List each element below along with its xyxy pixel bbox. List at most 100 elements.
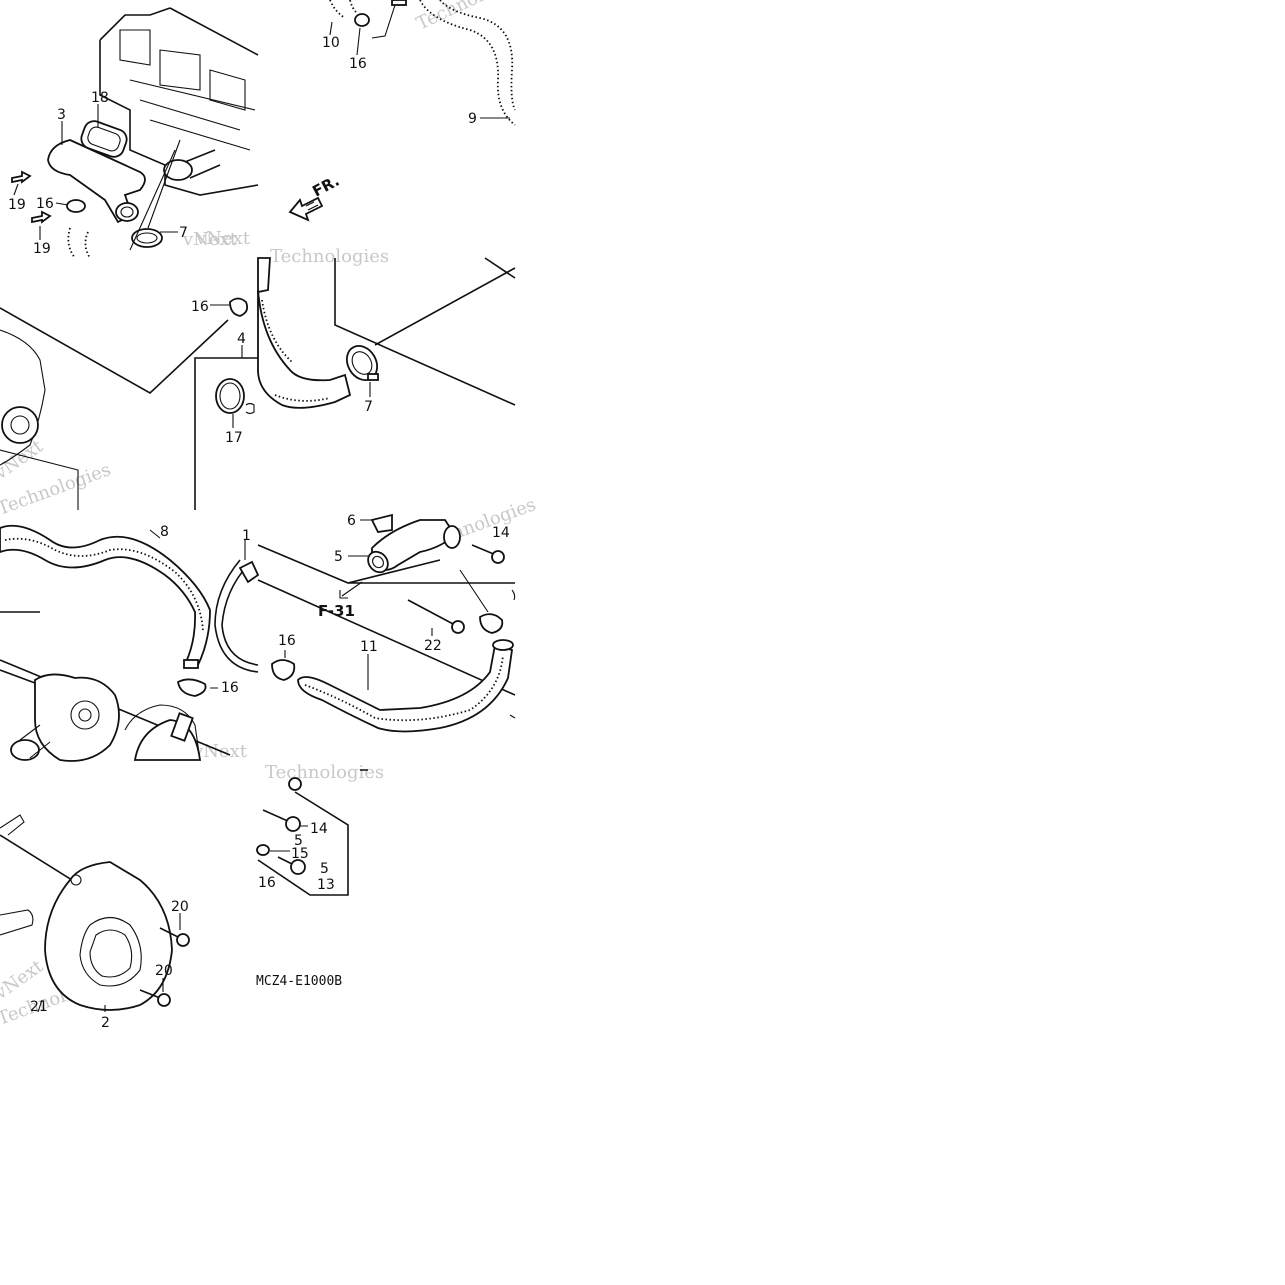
water-hose [257,257,271,294]
callout-20: 20 [171,899,189,915]
thermostat-outlet [163,159,193,181]
leader-lines [270,825,308,852]
water-hose-11 [297,643,514,733]
o-ring-18 [87,126,121,152]
leader-lines [149,529,246,689]
callout-19: 19 [33,241,51,257]
pump-inlet [10,739,40,761]
o-ring-18 [80,120,128,158]
water-hose-9 [419,0,516,126]
water-hose-8 [4,537,204,631]
bolt-13 [290,859,306,875]
cylinder-head-outline [99,7,259,196]
water-pump-body [34,673,120,762]
frame-lines [374,257,516,346]
water-pump-impeller [78,708,92,722]
bolt-22 [451,620,465,634]
ref-code: F-31 [318,602,355,620]
bolt-22 [407,599,456,626]
callout-5: 5 [334,549,343,565]
bolt-14 [262,809,291,823]
water-joint-3 [47,139,146,224]
hose-clip-16 [177,678,207,697]
tile-mid-right: 7 [257,257,516,415]
pump-cover-2 [70,874,82,886]
washer-15 [256,844,270,856]
edge-fragment [511,589,516,601]
cylinder-head-detail [119,29,246,111]
hose-end [391,0,407,6]
callout-4: 4 [237,331,246,347]
water-hose-1 [214,559,259,673]
hose-clip-16 [479,613,504,634]
pump-inlet [19,724,51,759]
callout-10: 10 [322,35,340,51]
callout-21: 21 [30,999,48,1015]
tile-bottom-left: 20 20 21 2 [0,814,190,1031]
leader-lines [37,913,181,1013]
callout-3: 3 [57,107,66,123]
callout-8: 8 [160,524,169,540]
callout-20: 20 [155,963,173,979]
leader-lines [329,4,510,119]
callout-16: 16 [258,875,276,891]
watermark-text: Technologies [413,0,530,35]
watermark-text: vNext [182,229,238,250]
bolt-19 [31,210,52,224]
callout-17: 17 [225,430,243,446]
callout-14: 14 [492,525,510,541]
callout-18: 18 [91,90,109,106]
water-joint-3 [115,202,139,222]
tile-lower-left: 8 1 16 [0,524,260,762]
leader-lines [459,569,489,613]
water-hose [257,289,352,409]
bolt [288,777,302,791]
pipe-end [245,402,255,415]
leader-lines [13,104,181,251]
callout-11: 11 [360,639,378,655]
thermostat-outlet [184,149,221,179]
bracket [0,814,25,836]
callout-14: 14 [310,821,328,837]
hose-bracket [238,560,260,584]
cylinder-head-detail [129,79,256,151]
bolt-20 [176,933,190,947]
watermark-text: vNext [195,228,251,249]
tile-lower-right: F-31 6 5 14 22 16 11 [257,513,516,733]
callout-16: 16 [349,56,367,72]
callout-7: 7 [179,225,188,241]
tile-mid-left: 16 4 17 [0,297,258,510]
pump-cover-2 [89,929,133,978]
callout-9: 9 [468,111,477,127]
callout-1: 1 [242,528,251,544]
callout-19: 19 [8,197,26,213]
water-joint-3 [120,206,134,218]
bolt-20 [159,927,181,939]
callout-5: 5 [320,861,329,877]
leader-lines [284,519,433,690]
hose-clip-16 [229,297,249,317]
edge-fragments [509,589,516,719]
water-hose-10 [329,0,357,19]
bolt-19 [11,170,32,184]
water-hose [261,299,331,402]
pipe-6 [370,513,393,533]
tile-top-right: 10 16 9 FR. [288,0,516,222]
frame-lines [257,544,516,696]
hose-clamp-7 [131,228,163,248]
front-label: FR. [309,172,342,201]
diagram-code: MCZ4-E1000B [256,974,342,989]
callout-5: 5 [294,833,303,849]
engine-cover [10,415,30,435]
callout-13: 13 [317,877,335,893]
frame-lines [334,258,516,406]
tile-bottom-mid: 14 5 15 5 13 16 MCZ4-E1000B [256,769,368,989]
edge-fragment [509,714,516,719]
leader-lines [210,304,243,428]
callout-22: 22 [424,638,442,654]
watermark-text: Technologies [270,246,389,267]
engine-cover [1,406,39,444]
callout-15: 15 [291,846,309,862]
engine-side [0,329,46,466]
